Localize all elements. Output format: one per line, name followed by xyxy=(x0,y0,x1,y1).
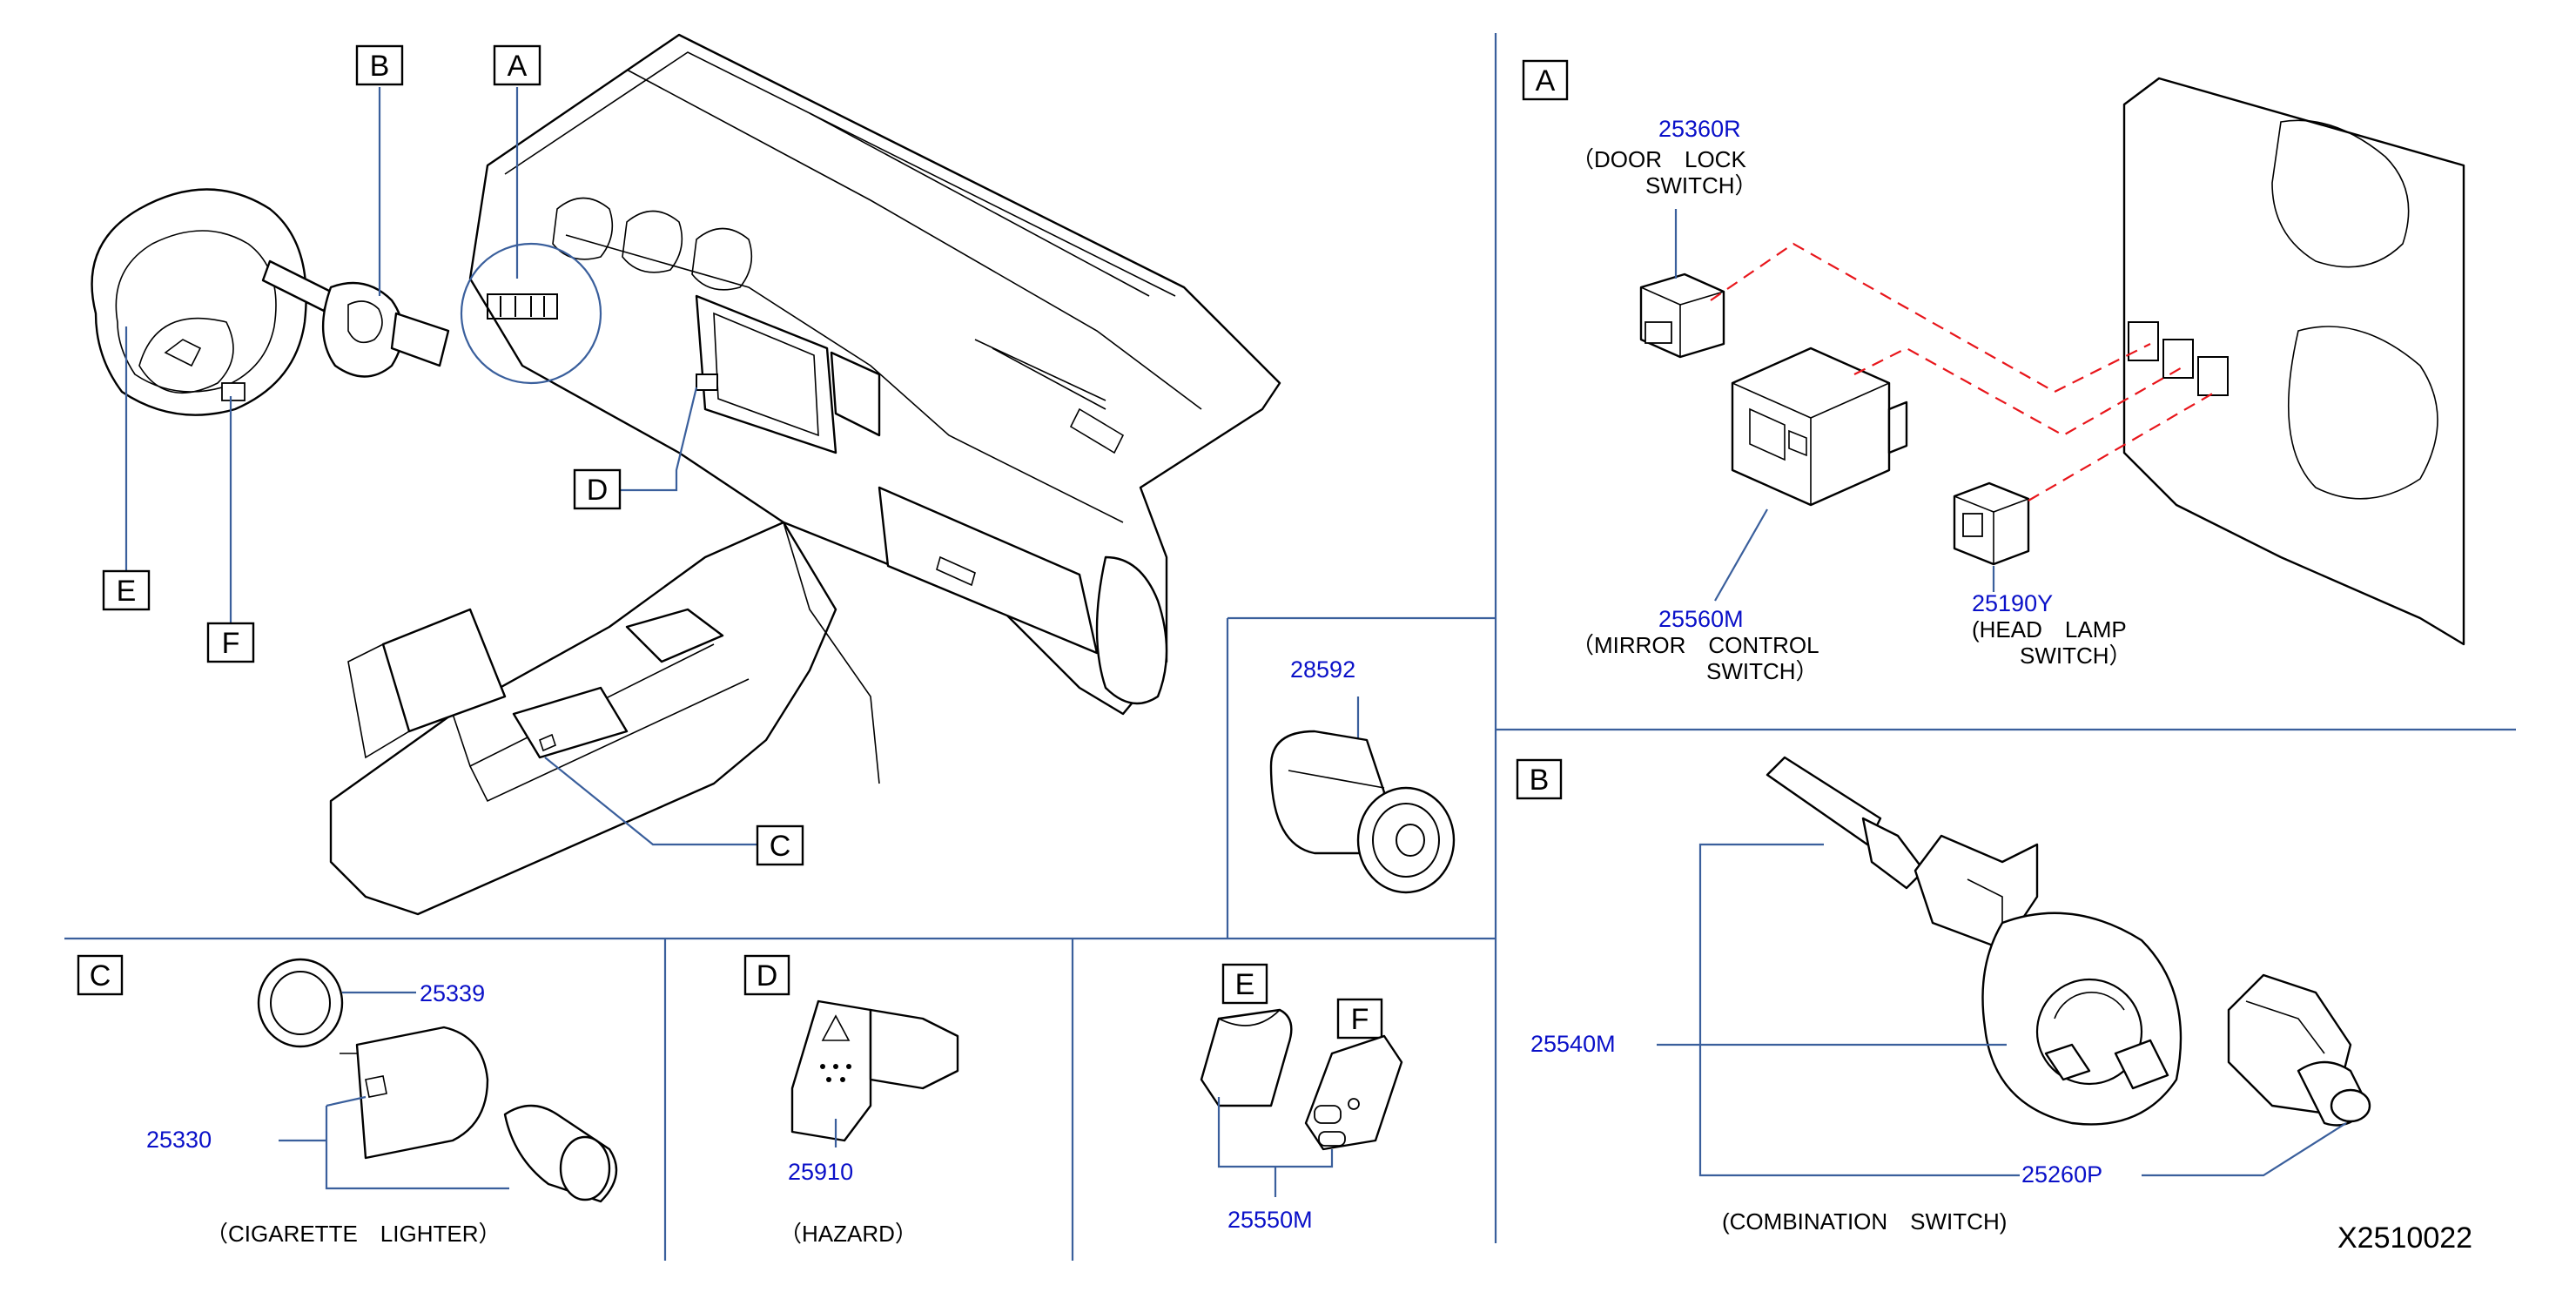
svg-text:C: C xyxy=(770,830,791,863)
door-lock-caption-1: （DOOR LOCK xyxy=(1571,146,1746,172)
svg-text:A: A xyxy=(508,50,528,83)
mirror-caption-2: SWITCH） xyxy=(1706,658,1819,684)
svg-text:D: D xyxy=(587,474,609,507)
panel-c: C 25339 25330 （CIGARETTE LIGHTER） xyxy=(77,954,618,1247)
lighter-part-number-2: 25330 xyxy=(146,1127,212,1153)
svg-text:E: E xyxy=(117,575,137,608)
mirror-control-switch-illustration xyxy=(1731,347,1908,507)
head-lamp-part-number: 25190Y xyxy=(1972,590,2053,616)
dash-section-illustration xyxy=(2122,77,2465,646)
door-lock-switch-illustration xyxy=(1639,273,1725,359)
panel-ef: E F 25550M xyxy=(1200,963,1403,1233)
lighter-part-number-1: 25339 xyxy=(420,980,485,1006)
diagram-code: X2510022 xyxy=(2337,1221,2472,1255)
combination-switch-caption: (COMBINATION SWITCH) xyxy=(1722,1208,2007,1235)
head-lamp-caption-1: (HEAD LAMP xyxy=(1972,616,2127,643)
combination-switch-illustration xyxy=(1766,756,2371,1127)
panel-b-label: B xyxy=(1530,764,1550,797)
main-view-callouts: B A D E F C xyxy=(102,44,804,866)
dashboard-illustration xyxy=(329,33,1281,916)
lighter-caption: （CIGARETTE LIGHTER） xyxy=(205,1221,501,1247)
main-callout-c: C xyxy=(756,824,804,866)
panel-b: B 25540M 25260P (COMBINATION SWITCH) xyxy=(1516,756,2472,1255)
steering-switch-f-illustration xyxy=(1304,1034,1403,1151)
hazard-part-number: 25910 xyxy=(788,1159,853,1185)
mirror-part-number: 25560M xyxy=(1658,606,1744,632)
ignition-part-number: 28592 xyxy=(1290,656,1355,683)
steering-wheel-illustration xyxy=(91,188,307,416)
panel-dividers xyxy=(64,33,2516,1261)
panel-e-label: E xyxy=(1235,968,1255,1001)
cigarette-lighter-illustration xyxy=(257,958,618,1203)
panel-c-label: C xyxy=(90,959,111,993)
steering-switch-e-illustration xyxy=(1200,1008,1293,1107)
panel-d-label: D xyxy=(757,959,778,993)
svg-text:B: B xyxy=(370,50,390,83)
steering-switch-part-number: 25550M xyxy=(1227,1207,1313,1233)
svg-text:F: F xyxy=(222,627,240,660)
head-lamp-caption-2: SWITCH） xyxy=(2020,643,2132,669)
combination-switch-part-number-1: 25540M xyxy=(1530,1031,1616,1057)
dashed-link-mirror xyxy=(1853,347,2186,437)
detail-circle-a xyxy=(460,242,602,385)
mirror-caption-1: （MIRROR CONTROL xyxy=(1571,632,1819,658)
main-callout-f: F xyxy=(206,622,255,663)
head-lamp-switch-illustration xyxy=(1953,481,2030,566)
panel-ignition: 28592 xyxy=(1269,656,1456,894)
main-callout-b: B xyxy=(355,44,404,86)
combination-switch-small-illustration xyxy=(261,259,450,378)
panel-a: A xyxy=(1522,59,2465,684)
combination-switch-part-number-2: 25260P xyxy=(2021,1161,2102,1188)
dashed-link-head-lamp xyxy=(2028,391,2216,501)
dashed-link-door-lock xyxy=(1710,242,2151,394)
panel-f-label: F xyxy=(1351,1003,1369,1036)
main-callout-a: A xyxy=(493,44,541,86)
panel-a-label: A xyxy=(1536,64,1556,98)
hazard-caption: （HAZARD） xyxy=(779,1221,918,1247)
door-lock-part-number: 25360R xyxy=(1658,116,1741,142)
main-callout-d: D xyxy=(573,468,622,510)
hazard-switch-illustration xyxy=(790,999,959,1142)
door-lock-caption-2: SWITCH） xyxy=(1645,172,1758,199)
main-callout-e: E xyxy=(102,569,151,611)
panel-d: D 25910 （HAZARD） xyxy=(743,954,959,1247)
